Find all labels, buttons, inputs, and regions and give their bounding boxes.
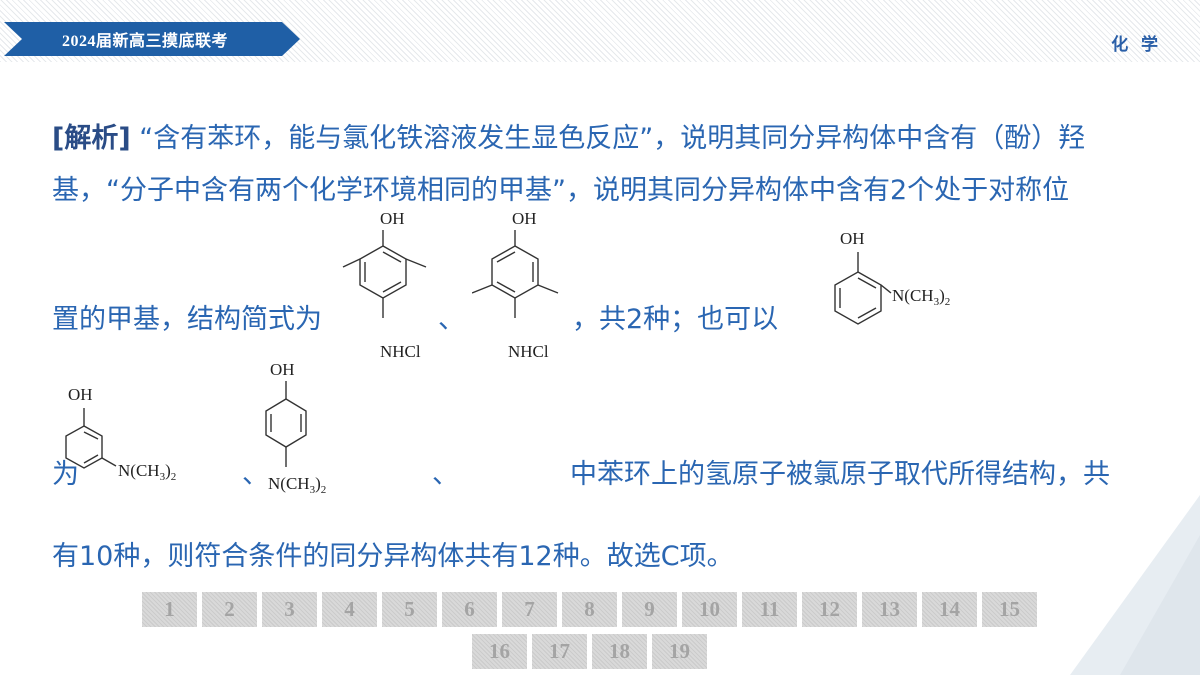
page-button-11[interactable]: 11 bbox=[742, 592, 797, 627]
page-button-19[interactable]: 19 bbox=[652, 634, 707, 669]
page-button-10[interactable]: 10 bbox=[682, 592, 737, 627]
analysis-line-4b: 中苯环上的氢原子被氯原子取代所得结构，共 bbox=[570, 459, 1110, 490]
corner-decoration bbox=[1070, 495, 1200, 675]
page-button-9[interactable]: 9 bbox=[622, 592, 677, 627]
nme2-label: N(CH3)2 bbox=[892, 286, 950, 308]
oh-label: OH bbox=[270, 360, 295, 379]
separator-2: 、 bbox=[242, 459, 269, 490]
nme2-label: N(CH3)2 bbox=[118, 461, 176, 483]
page-button-16[interactable]: 16 bbox=[472, 634, 527, 669]
oh-label: OH bbox=[512, 209, 537, 228]
analysis-line-5: 有10种，则符合条件的同分异构体共有12种。故选C项。 bbox=[52, 541, 734, 572]
page-button-1[interactable]: 1 bbox=[142, 592, 197, 627]
page-button-18[interactable]: 18 bbox=[592, 634, 647, 669]
header-banner bbox=[4, 22, 300, 56]
analysis-tag: [解析] bbox=[52, 123, 131, 154]
page-button-8[interactable]: 8 bbox=[562, 592, 617, 627]
page-button-13[interactable]: 13 bbox=[862, 592, 917, 627]
page-button-6[interactable]: 6 bbox=[442, 592, 497, 627]
page-button-14[interactable]: 14 bbox=[922, 592, 977, 627]
nhcl-label: NHCl bbox=[380, 342, 421, 361]
analysis-line-1-text: “含有苯环，能与氯化铁溶液发生显色反应”，说明其同分异构体中含有（酚）羟 bbox=[130, 123, 1086, 154]
page-button-3[interactable]: 3 bbox=[262, 592, 317, 627]
nme2-label: N(CH3)2 bbox=[268, 474, 326, 496]
structure-2: OH NHCl bbox=[472, 209, 559, 361]
page-button-15[interactable]: 15 bbox=[982, 592, 1037, 627]
oh-label: OH bbox=[380, 209, 405, 228]
page-button-4[interactable]: 4 bbox=[322, 592, 377, 627]
analysis-line-4a: 为 bbox=[52, 459, 79, 490]
structure-1: OH NHCl bbox=[342, 209, 427, 361]
nhcl-label: NHCl bbox=[508, 342, 549, 361]
separator-1: 、 bbox=[438, 304, 465, 335]
structure-3: OH N(CH3)2 bbox=[834, 229, 950, 325]
structure-4: OH N(CH3)2 bbox=[65, 385, 176, 483]
page-button-12[interactable]: 12 bbox=[802, 592, 857, 627]
oh-label: OH bbox=[840, 229, 865, 248]
exam-title: 2024届新高三摸底联考 bbox=[62, 33, 229, 50]
analysis-line-3b: ，共2种；也可以 bbox=[572, 304, 779, 335]
page-button-7[interactable]: 7 bbox=[502, 592, 557, 627]
analysis-line-2: 基，“分子中含有两个化学环境相同的甲基”，说明其同分异构体中含有2个处于对称位 bbox=[52, 175, 1070, 206]
analysis-line-1: [解析] “含有苯环，能与氯化铁溶液发生显色反应”，说明其同分异构体中含有（酚）… bbox=[52, 116, 1085, 155]
page-button-5[interactable]: 5 bbox=[382, 592, 437, 627]
subject-label: 化 学 bbox=[1111, 35, 1162, 54]
structure-5: OH N(CH3)2 bbox=[265, 360, 326, 496]
oh-label: OH bbox=[68, 385, 93, 404]
page-button-17[interactable]: 17 bbox=[532, 634, 587, 669]
separator-3: 、 bbox=[432, 459, 459, 490]
analysis-line-3a: 置的甲基，结构简式为 bbox=[52, 304, 322, 335]
page-button-2[interactable]: 2 bbox=[202, 592, 257, 627]
